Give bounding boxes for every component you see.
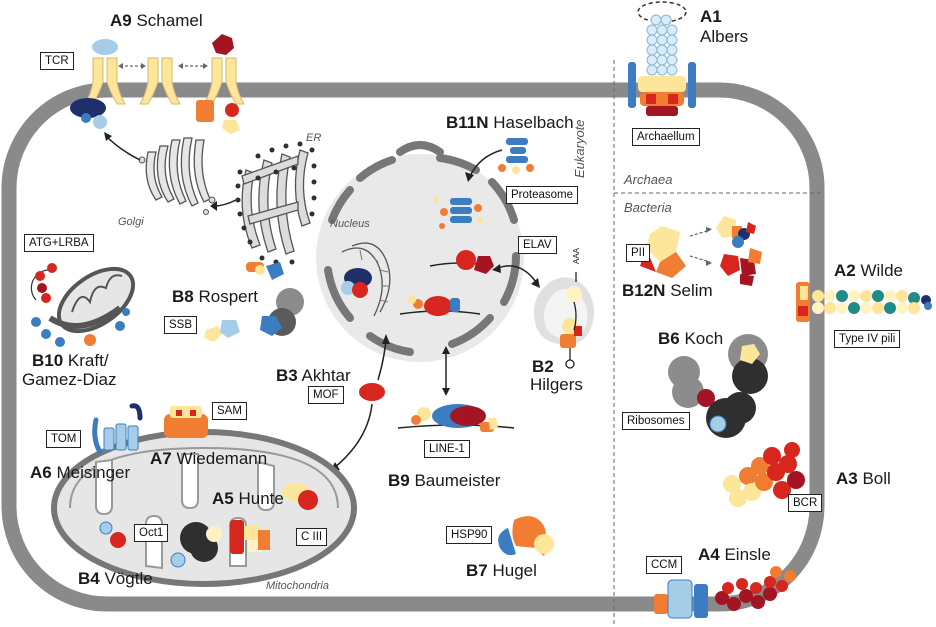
box-atg: ATG+LRBA	[24, 234, 94, 252]
box-type4: Type IV pili	[834, 330, 901, 348]
archaellum-icon	[628, 1, 696, 116]
label-b6: B6 Koch	[658, 329, 724, 348]
label-a2: A2 Wilde	[834, 261, 903, 280]
label-a4: A4 Einsle	[698, 545, 771, 564]
label-a9: A9 Schamel	[110, 11, 203, 30]
nucleus-icon	[316, 141, 524, 362]
mof-protein	[359, 383, 385, 401]
label-b2: B2	[532, 357, 554, 376]
bcr-icon	[723, 442, 805, 507]
er-icon	[235, 141, 317, 280]
region-nucleus: Nucleus	[330, 218, 370, 230]
box-ciii: C III	[296, 528, 328, 546]
region-mitochondria: Mitochondria	[266, 580, 329, 592]
box-hsp90: HSP90	[446, 526, 493, 544]
proteasome-icon	[498, 138, 534, 174]
region-golgi: Golgi	[118, 216, 144, 228]
hsp90-icon	[498, 516, 554, 556]
label-b12n: B12N Selim	[622, 281, 713, 300]
box-proteasome: Proteasome	[506, 186, 579, 204]
region-aaa: AAA	[572, 247, 581, 264]
box-ccm: CCM	[646, 556, 683, 574]
tcr-complex-icon	[70, 34, 245, 134]
box-ribosomes: Ribosomes	[622, 412, 690, 430]
box-line1: LINE-1	[424, 440, 470, 458]
box-elav: ELAV	[518, 236, 557, 254]
type4-pili-icon	[796, 282, 932, 322]
box-sam: SAM	[212, 402, 247, 420]
box-ssb: SSB	[164, 316, 198, 334]
box-oct1: Oct1	[134, 524, 169, 542]
region-er: ER	[306, 132, 322, 144]
bacterial-ribosome-icon	[668, 334, 768, 438]
label-b9: B9 Baumeister	[388, 471, 501, 490]
ccm-icon	[654, 566, 796, 619]
label-a5: A5 Hunte	[212, 489, 284, 508]
box-archaellum: Archaellum	[632, 128, 700, 146]
box-bcr: BCR	[788, 494, 823, 512]
region-eukaryote: Eukaryote	[572, 119, 587, 178]
pii-icon	[640, 216, 762, 286]
label-b4: B4 Vögtle	[78, 569, 153, 588]
autophagy-mito-icon	[30, 263, 136, 347]
ssb-ribosome-icon	[204, 288, 304, 342]
label-a1-name: Albers	[700, 27, 749, 46]
golgi-icon	[138, 137, 216, 215]
region-bacteria: Bacteria	[624, 200, 672, 215]
label-a3: A3 Boll	[836, 469, 891, 488]
box-mof: MOF	[308, 386, 344, 404]
label-a7: A7 Wiedemann	[150, 449, 268, 468]
label-b11n: B11N Haselbach	[446, 113, 574, 132]
label-a6: A6 Meisinger	[30, 463, 131, 482]
label-a1: A1	[700, 7, 722, 26]
box-pii: PII	[626, 244, 651, 262]
label-b7: B7 Hugel	[466, 561, 537, 580]
line1-complex-icon	[397, 404, 515, 432]
label-b3: B3 Akhtar	[276, 366, 351, 385]
label-b2-name: Hilgers	[530, 375, 583, 394]
label-b8: B8 Rospert	[172, 287, 258, 306]
box-tcr: TCR	[40, 52, 74, 70]
label-b10: B10 Kraft/	[32, 351, 109, 370]
stress-granule-icon	[533, 272, 595, 369]
region-archaea: Archaea	[624, 172, 673, 187]
box-tom: TOM	[46, 430, 82, 448]
label-b10-name2: Gamez-Diaz	[22, 370, 117, 389]
